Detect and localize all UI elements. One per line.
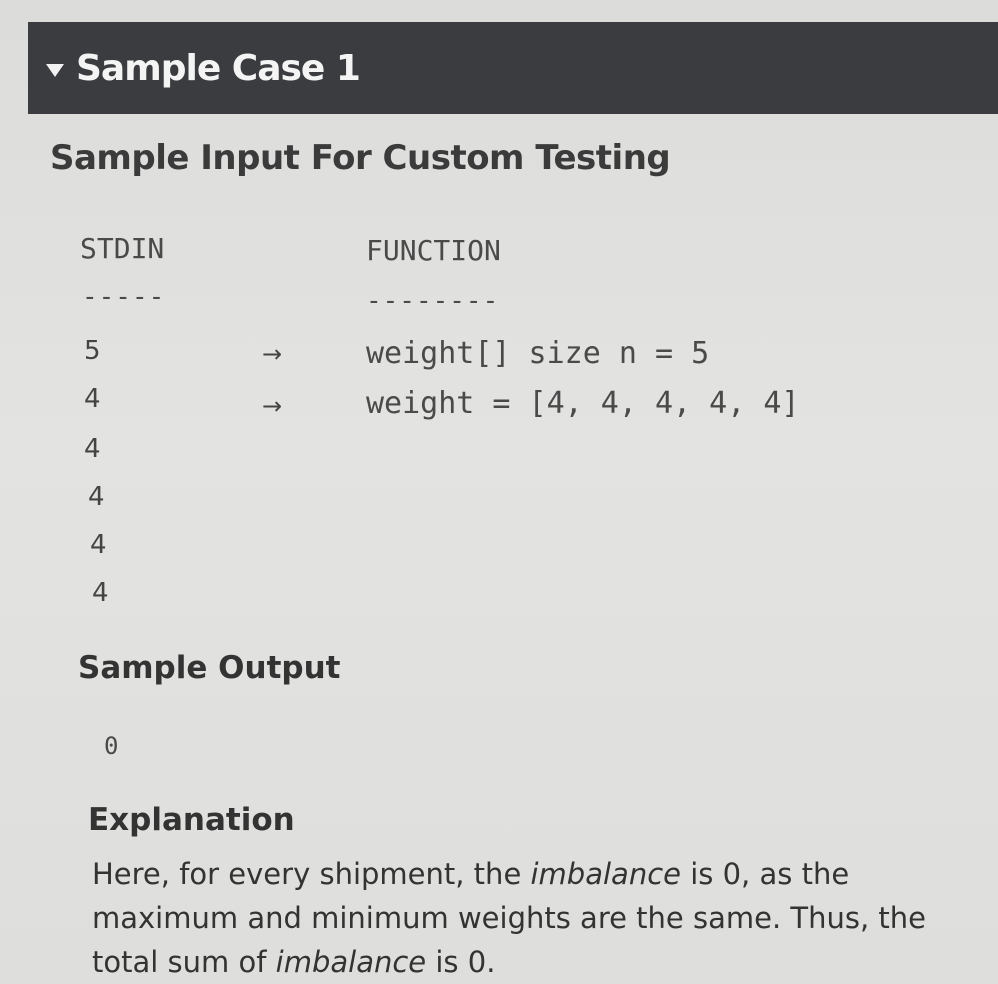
explanation-title: Explanation: [88, 802, 295, 838]
explanation-text: Here, for every shipment, the imbalance …: [92, 852, 992, 984]
function-line: weight = [4, 4, 4, 4, 4]: [366, 386, 800, 421]
stdin-header: STDIN: [80, 232, 165, 265]
sample-output-value: 0: [104, 732, 119, 760]
explanation-text-part: is 0.: [426, 945, 496, 979]
function-header: FUNCTION: [366, 234, 501, 267]
sample-output-title: Sample Output: [78, 650, 341, 686]
stdin-value: 4: [88, 482, 105, 512]
stdin-value: 4: [84, 384, 101, 414]
stdin-value: 5: [84, 336, 101, 366]
arrow-icon: →: [262, 392, 283, 420]
imbalance-term: imbalance: [530, 857, 681, 891]
stdin-divider: -----: [82, 282, 166, 312]
stdin-value: 4: [92, 578, 109, 608]
sample-input-title: Sample Input For Custom Testing: [50, 138, 671, 178]
stdin-value: 4: [84, 434, 101, 464]
imbalance-term: imbalance: [275, 945, 427, 979]
arrow-icon: →: [262, 340, 283, 368]
function-divider: --------: [366, 286, 500, 316]
explanation-text-part: Here, for every shipment, the: [92, 857, 531, 891]
sample-case-header[interactable]: Sample Case 1: [28, 22, 998, 114]
stdin-value: 4: [90, 530, 107, 560]
function-line: weight[] size n = 5: [366, 336, 710, 371]
collapse-triangle-icon[interactable]: [46, 63, 64, 77]
sample-case-title: Sample Case 1: [76, 47, 361, 89]
explanation-text-part: is 0, as the maximum and minimum weights…: [92, 857, 927, 979]
